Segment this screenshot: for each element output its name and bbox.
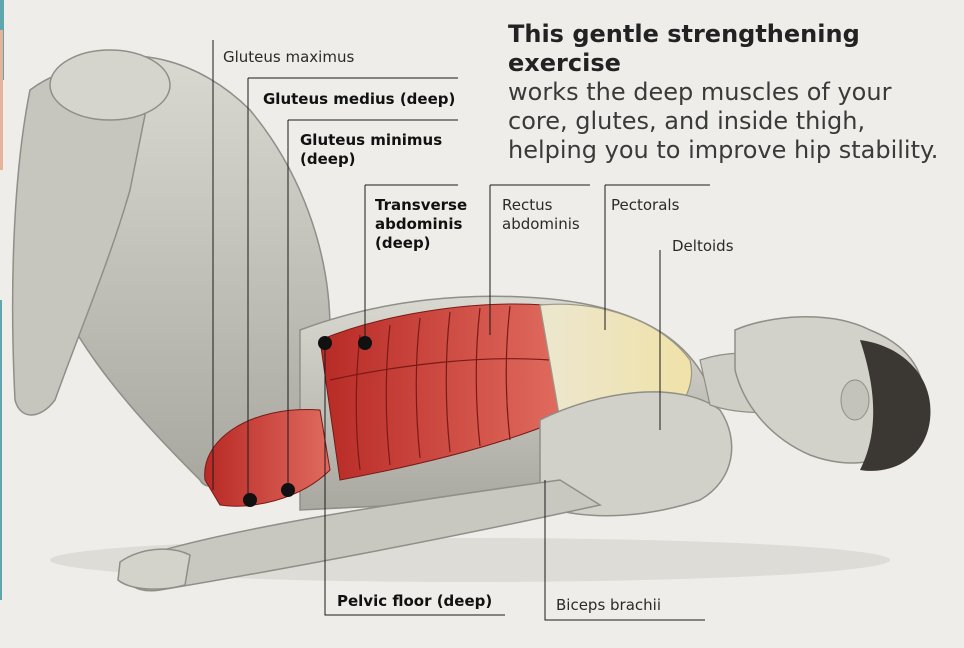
intro-body: works the deep muscles of your core, glu… bbox=[508, 78, 938, 164]
marker-dot bbox=[318, 336, 332, 350]
marker-dot bbox=[281, 483, 295, 497]
label-biceps-brachii: Biceps brachii bbox=[556, 596, 661, 615]
label-deltoids: Deltoids bbox=[672, 237, 734, 256]
label-rectus-abdominis: Rectus abdominis bbox=[502, 196, 592, 234]
marker-dot bbox=[358, 336, 372, 350]
label-gluteus-maximus: Gluteus maximus bbox=[223, 48, 354, 67]
leader-pelvic-floor bbox=[325, 343, 505, 615]
label-pectorals: Pectorals bbox=[611, 196, 679, 215]
label-gluteus-minimus: Gluteus minimus (deep) bbox=[300, 131, 455, 169]
intro-bold: This gentle strengthening exercise bbox=[508, 20, 948, 78]
label-transverse-abdominis: Transverse abdominis (deep) bbox=[375, 196, 470, 253]
leader-gluteus-minimus bbox=[288, 120, 458, 490]
marker-dot bbox=[243, 493, 257, 507]
label-pelvic-floor: Pelvic floor (deep) bbox=[337, 592, 492, 611]
label-gluteus-medius: Gluteus medius (deep) bbox=[263, 90, 455, 109]
intro-text: This gentle strengthening exercise works… bbox=[508, 20, 948, 165]
